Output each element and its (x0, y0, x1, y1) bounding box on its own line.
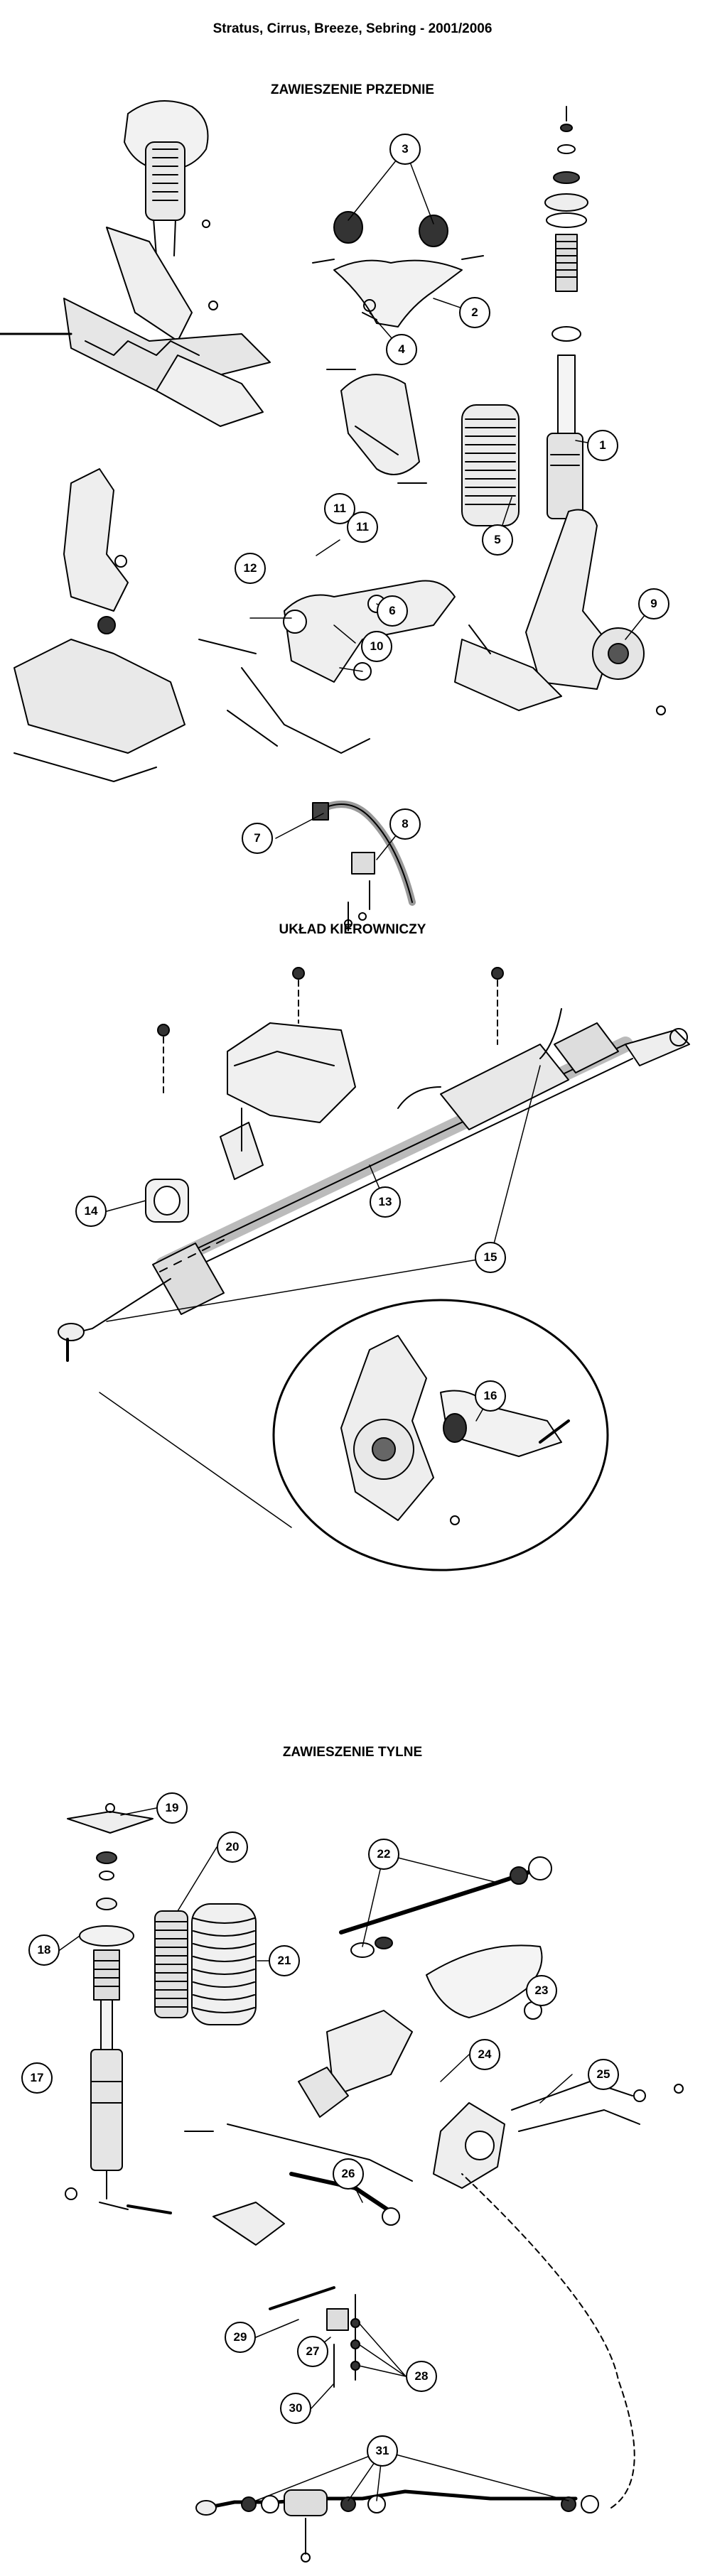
callout-31: 31 (367, 2435, 398, 2467)
callout-21: 21 (269, 1945, 300, 1976)
callout-30: 30 (280, 2393, 311, 2424)
callout-13: 13 (370, 1186, 401, 1218)
callout-1: 1 (587, 430, 618, 461)
callout-11-lower: 11 (347, 512, 378, 543)
upper-control-arm-illustration (312, 211, 484, 328)
callout-18: 18 (28, 1934, 60, 1966)
callout-2: 2 (459, 297, 490, 328)
callout-19: 19 (156, 1792, 188, 1824)
callout-7: 7 (242, 823, 273, 854)
rack-bushing-illustration (145, 1108, 264, 1223)
callout-9: 9 (638, 588, 669, 619)
callout-28: 28 (406, 2361, 437, 2392)
lower-control-arm-illustration (198, 580, 456, 754)
callout-17: 17 (21, 2062, 53, 2094)
steering-rack-illustration (58, 967, 690, 1362)
page-title: Stratus, Cirrus, Breeze, Sebring - 2001/… (212, 21, 493, 36)
rear-upper-arm-illustration (339, 1856, 552, 2020)
callout-3: 3 (389, 134, 421, 165)
rear-boot-and-spring-illustration (154, 1903, 257, 2025)
callout-29: 29 (225, 2322, 256, 2353)
tie-rod-end-detail-inset (272, 1299, 609, 1571)
callout-15: 15 (475, 1242, 506, 1273)
rear-strut-assembly-illustration (65, 1803, 172, 2214)
stabilizer-link-illustration (312, 801, 416, 931)
lower-bracket-illustration (326, 369, 427, 484)
callout-26: 26 (333, 2158, 364, 2190)
rear-stabilizer-bar-illustration (195, 2173, 635, 2563)
callout-4: 4 (386, 334, 417, 365)
callout-20: 20 (217, 1831, 248, 1863)
callout-5: 5 (482, 524, 513, 556)
callout-24: 24 (469, 2039, 500, 2070)
callout-12: 12 (235, 553, 266, 584)
callout-8: 8 (389, 808, 421, 840)
callout-6: 6 (377, 595, 408, 627)
section-title-rear-suspension: ZAWIESZENIE TYLNE (282, 1745, 423, 1760)
callout-10: 10 (361, 631, 392, 662)
callout-14: 14 (75, 1196, 107, 1227)
callout-27: 27 (297, 2336, 328, 2367)
front-strut-assembly-illustration (461, 106, 588, 526)
steering-knuckle-illustration-left (14, 468, 185, 782)
callout-16: 16 (475, 1380, 506, 1412)
steering-leader-lines (99, 1065, 541, 1528)
section-title-front-suspension: ZAWIESZENIE PRZEDNIE (270, 82, 435, 97)
callout-22: 22 (368, 1839, 399, 1870)
steering-heat-shield-illustration (227, 967, 356, 1123)
front-hub-knuckle-illustration (454, 509, 666, 715)
section-title-steering: UKŁAD KIEROWNICZY (279, 922, 426, 937)
front-corner-assembly-illustration (0, 100, 271, 427)
callout-25: 25 (588, 2059, 619, 2090)
front-callout-leader-lines (249, 148, 655, 860)
callout-23: 23 (526, 1975, 557, 2006)
rear-knuckle-and-bracket-illustration (184, 2010, 684, 2189)
